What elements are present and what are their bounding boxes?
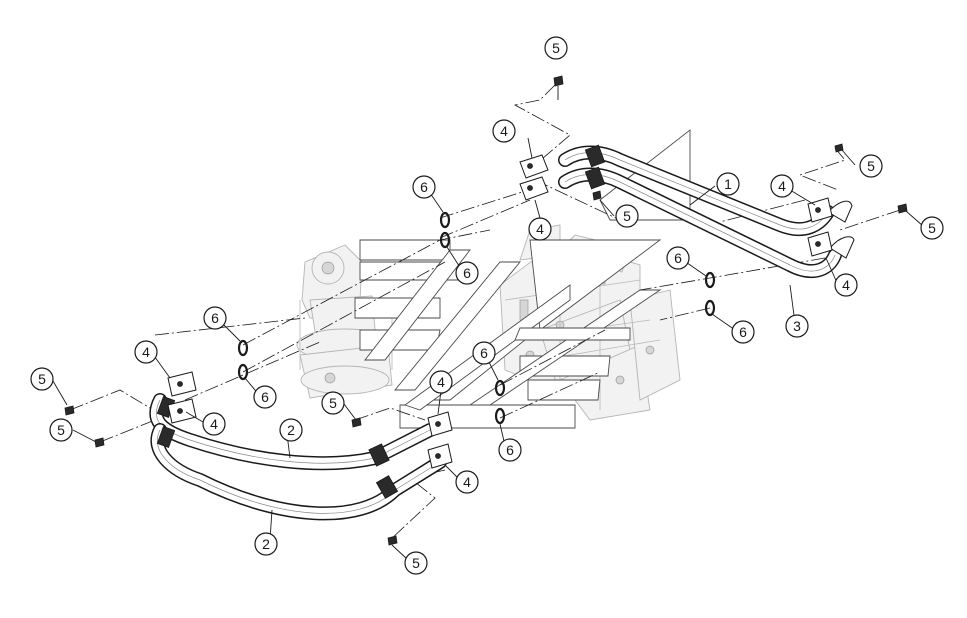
- callout-4: 4: [492, 119, 516, 143]
- swivel-motor-ghost: [296, 244, 394, 399]
- svg-text:4: 4: [210, 416, 218, 432]
- svg-text:4: 4: [437, 374, 445, 390]
- callout-1: 1: [716, 172, 740, 196]
- svg-text:2: 2: [287, 422, 295, 438]
- callout-6: 6: [731, 320, 755, 344]
- callout-5: 5: [615, 204, 639, 228]
- callout-5: 5: [544, 36, 568, 60]
- hose-3: [558, 166, 855, 278]
- callout-5: 5: [920, 216, 944, 240]
- callout-2: 2: [254, 532, 278, 556]
- callout-4: 4: [770, 174, 794, 198]
- svg-text:2: 2: [262, 536, 270, 552]
- callout-5: 5: [30, 367, 54, 391]
- svg-text:6: 6: [463, 265, 471, 281]
- callout-6: 6: [412, 175, 436, 199]
- svg-text:5: 5: [552, 40, 560, 56]
- callout-6: 6: [203, 306, 227, 330]
- svg-text:4: 4: [500, 123, 508, 139]
- svg-text:6: 6: [261, 389, 269, 405]
- callout-4: 4: [455, 470, 479, 494]
- svg-text:1: 1: [724, 176, 732, 192]
- svg-text:6: 6: [674, 250, 682, 266]
- bolts: [64, 75, 908, 546]
- flange-clamps: [167, 154, 833, 469]
- o-rings: [237, 211, 716, 425]
- callout-6: 6: [498, 438, 522, 462]
- svg-text:5: 5: [412, 555, 420, 571]
- callout-4: 4: [202, 412, 226, 436]
- callout-6: 6: [472, 341, 496, 365]
- hose-2-upper: [149, 393, 437, 471]
- callout-4: 4: [528, 217, 552, 241]
- svg-text:5: 5: [928, 220, 936, 236]
- svg-text:3: 3: [793, 318, 801, 334]
- svg-text:6: 6: [211, 310, 219, 326]
- callout-5: 5: [404, 551, 428, 575]
- callout-5: 5: [321, 391, 345, 415]
- svg-text:5: 5: [57, 422, 65, 438]
- callout-balloons: 5 4 4 5 1 4 5 5 6 6 6 4 3 6 6 6 4 5 6 4 …: [30, 36, 944, 575]
- svg-text:4: 4: [463, 474, 471, 490]
- callout-5: 5: [859, 154, 883, 178]
- callout-3: 3: [785, 314, 809, 338]
- callout-6: 6: [666, 246, 690, 270]
- callout-4: 4: [429, 370, 453, 394]
- hose-2-lower: [150, 395, 447, 521]
- callout-5: 5: [49, 418, 73, 442]
- svg-text:4: 4: [142, 344, 150, 360]
- svg-text:4: 4: [842, 277, 850, 293]
- svg-text:6: 6: [739, 324, 747, 340]
- svg-text:5: 5: [867, 158, 875, 174]
- hose-1: [558, 144, 853, 237]
- svg-text:6: 6: [420, 179, 428, 195]
- svg-text:6: 6: [506, 442, 514, 458]
- callout-6: 6: [253, 385, 277, 409]
- callout-4: 4: [834, 273, 858, 297]
- callout-4: 4: [134, 340, 158, 364]
- svg-text:4: 4: [536, 221, 544, 237]
- background-machine: [296, 129, 691, 429]
- svg-text:4: 4: [778, 178, 786, 194]
- svg-text:6: 6: [480, 345, 488, 361]
- svg-text:5: 5: [329, 395, 337, 411]
- svg-text:5: 5: [38, 371, 46, 387]
- callout-2: 2: [279, 418, 303, 442]
- svg-text:5: 5: [623, 208, 631, 224]
- callout-6: 6: [455, 261, 479, 285]
